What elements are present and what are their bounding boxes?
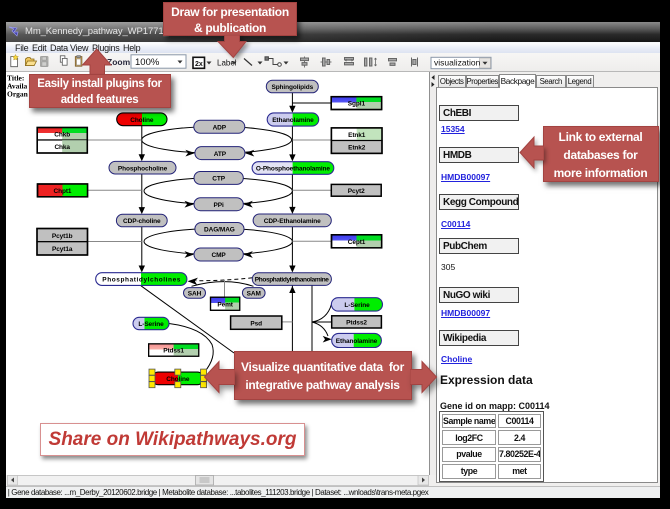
svg-text:L-Serine: L-Serine [344, 302, 370, 309]
svg-text:Sgpl1: Sgpl1 [348, 100, 366, 107]
svg-text:SAH: SAH [188, 290, 202, 297]
svg-text:Chpt1: Chpt1 [54, 188, 72, 195]
svg-text:Ptdss2: Ptdss2 [346, 319, 367, 326]
svg-text:Ethanolamine: Ethanolamine [272, 117, 314, 124]
svg-text:Ethanolamine: Ethanolamine [336, 338, 378, 345]
svg-text:Chka: Chka [54, 144, 70, 151]
svg-text:SAM: SAM [247, 290, 261, 297]
svg-text:CTP: CTP [212, 175, 225, 182]
svg-text:L-Serine: L-Serine [138, 321, 164, 328]
svg-text:PPi: PPi [214, 201, 224, 208]
svg-text:Label: Label [217, 58, 237, 67]
svg-text:Availa: Availa [7, 81, 28, 90]
svg-text:DAG/MAG: DAG/MAG [204, 226, 235, 233]
svg-text:Phosphocholine: Phosphocholine [118, 165, 168, 172]
svg-text:CDP-choline: CDP-choline [123, 218, 161, 225]
svg-text:visualization: visualization [434, 57, 481, 67]
svg-text:CMP: CMP [212, 252, 227, 259]
svg-text:Pcyt1b: Pcyt1b [52, 232, 73, 239]
svg-text:Phosphatidylcholines: Phosphatidylcholines [102, 276, 180, 283]
svg-text:Etnk1: Etnk1 [348, 131, 366, 138]
svg-text:Pcyt2: Pcyt2 [348, 188, 365, 195]
svg-text:Chkb: Chkb [54, 131, 70, 138]
svg-text:Ptdss1: Ptdss1 [163, 347, 184, 354]
svg-text:Choline: Choline [166, 375, 190, 382]
svg-text:CDP-Ethanolamine: CDP-Ethanolamine [264, 218, 321, 225]
svg-text:Choline: Choline [130, 116, 154, 123]
svg-text:Etnk2: Etnk2 [348, 144, 366, 151]
svg-text:Phosphatidylethanolamine: Phosphatidylethanolamine [255, 276, 329, 283]
svg-text:O-Phosphoethanolamine: O-Phosphoethanolamine [256, 165, 330, 172]
svg-text:Pemt: Pemt [217, 301, 233, 308]
svg-text:Cept1: Cept1 [348, 239, 366, 246]
svg-text:Zoom:: Zoom: [107, 57, 133, 67]
svg-text:Pcyt1a: Pcyt1a [52, 246, 73, 253]
svg-text:2x: 2x [195, 61, 203, 68]
svg-text:Organ: Organ [7, 89, 29, 98]
svg-text:ATP: ATP [214, 150, 227, 157]
svg-text:Psd: Psd [250, 320, 262, 327]
svg-text:100%: 100% [135, 57, 160, 68]
svg-text:Sphingolipids: Sphingolipids [271, 84, 313, 91]
svg-text:Title:: Title: [7, 73, 24, 82]
svg-text:ADP: ADP [213, 124, 227, 131]
